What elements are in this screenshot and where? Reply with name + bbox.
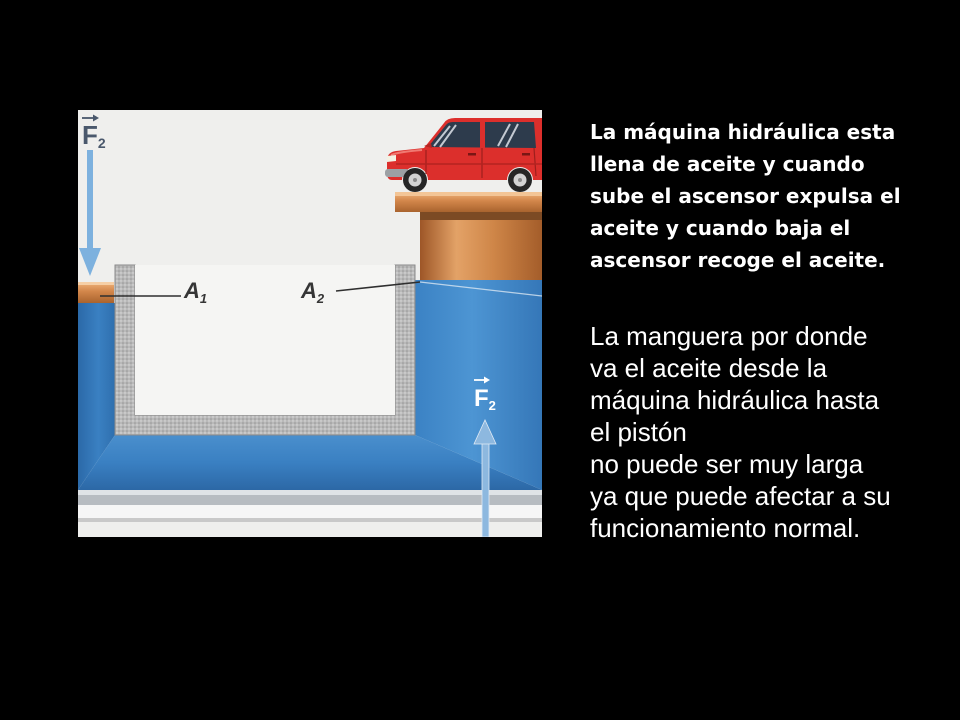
a2-leader-line bbox=[335, 281, 421, 292]
base-plate-band bbox=[78, 495, 542, 505]
label-area-large: A2 bbox=[300, 278, 325, 306]
large-piston-assembly bbox=[395, 192, 542, 280]
car-hood-highlight bbox=[390, 149, 423, 156]
container-inner-cavity bbox=[135, 265, 395, 415]
large-piston-top-band bbox=[420, 212, 542, 220]
paragraph-hose: La manguera por donde va el aceite desde… bbox=[590, 320, 891, 544]
car-door-handle bbox=[468, 153, 476, 156]
paragraph-line: funcionamiento normal. bbox=[590, 513, 861, 543]
paragraph-line: llena de aceite y cuando bbox=[590, 152, 865, 176]
paragraph-line: no puede ser muy larga bbox=[590, 449, 864, 479]
hydraulic-press-illustration: F2 A1 A2 F2 bbox=[78, 110, 542, 537]
area-subscript: 1 bbox=[200, 291, 207, 306]
large-piston bbox=[420, 212, 542, 280]
label-force-right-text: F2 bbox=[474, 385, 496, 413]
paragraph-line: aceite y cuando baja el bbox=[590, 216, 851, 240]
car-rear-wheel bbox=[508, 168, 532, 192]
hydraulic-fluid bbox=[78, 280, 542, 490]
arrow-shaft bbox=[481, 441, 490, 537]
label-force-right: F2 bbox=[474, 376, 496, 413]
fluid-small-column bbox=[78, 303, 115, 490]
paragraph-line: La manguera por donde bbox=[590, 321, 868, 351]
vector-arrow-head bbox=[93, 114, 99, 122]
wheel-center bbox=[518, 178, 522, 182]
vector-arrow-head bbox=[484, 376, 490, 384]
lift-platform-top-face bbox=[395, 192, 542, 196]
force-arrow-down bbox=[79, 150, 101, 276]
paragraph-line: va el aceite desde la bbox=[590, 353, 828, 383]
paragraph-hydraulic-machine: La máquina hidráulica esta llena de acei… bbox=[590, 116, 901, 276]
car-pillar bbox=[480, 122, 485, 148]
car-door-lines bbox=[425, 147, 537, 178]
car-front-wheel bbox=[403, 168, 427, 192]
small-piston-top-highlight bbox=[78, 282, 114, 285]
paragraph-line: La máquina hidráulica esta bbox=[590, 120, 896, 144]
base-plate-face bbox=[78, 505, 542, 518]
hydraulic-press-diagram: F2 A1 A2 F2 bbox=[78, 110, 542, 537]
car-window-reflection bbox=[433, 123, 519, 148]
area-symbol: A bbox=[183, 278, 200, 303]
label-force-left-text: F2 bbox=[82, 120, 106, 151]
car bbox=[385, 118, 542, 192]
paragraph-line: el pistón bbox=[590, 417, 687, 447]
car-bumper bbox=[385, 169, 409, 177]
small-piston bbox=[78, 282, 114, 303]
base-plate-edge bbox=[78, 490, 542, 495]
force-symbol: F bbox=[474, 385, 489, 412]
fluid-surface-line bbox=[419, 281, 542, 297]
lift-platform bbox=[395, 192, 542, 212]
label-area-small: A1 bbox=[183, 278, 207, 306]
fluid-large-column bbox=[415, 280, 542, 490]
paragraph-line: máquina hidráulica hasta bbox=[590, 385, 880, 415]
arrow-head bbox=[79, 248, 101, 276]
car-door-handle bbox=[522, 153, 530, 156]
area-symbol: A bbox=[300, 278, 317, 303]
car-headlight bbox=[387, 155, 396, 162]
paragraph-line: sube el ascensor expulsa el bbox=[590, 184, 901, 208]
car-mirror bbox=[424, 143, 432, 148]
force-subscript: 2 bbox=[98, 135, 106, 151]
arrow-shaft bbox=[87, 150, 93, 250]
area-subscript: 2 bbox=[316, 291, 325, 306]
force-symbol: F bbox=[82, 120, 98, 150]
fluid-connecting-channel bbox=[78, 435, 542, 490]
base-plate bbox=[78, 490, 542, 522]
paragraph-line: ascensor recoge el aceite. bbox=[590, 248, 886, 272]
wheel-center bbox=[413, 178, 417, 182]
paragraph-line: ya que puede afectar a su bbox=[590, 481, 891, 511]
force-subscript: 2 bbox=[489, 398, 496, 413]
arrow-head bbox=[473, 419, 497, 445]
force-arrow-up bbox=[473, 419, 497, 537]
label-force-left: F2 bbox=[82, 114, 106, 151]
base-plate-line bbox=[78, 518, 542, 522]
